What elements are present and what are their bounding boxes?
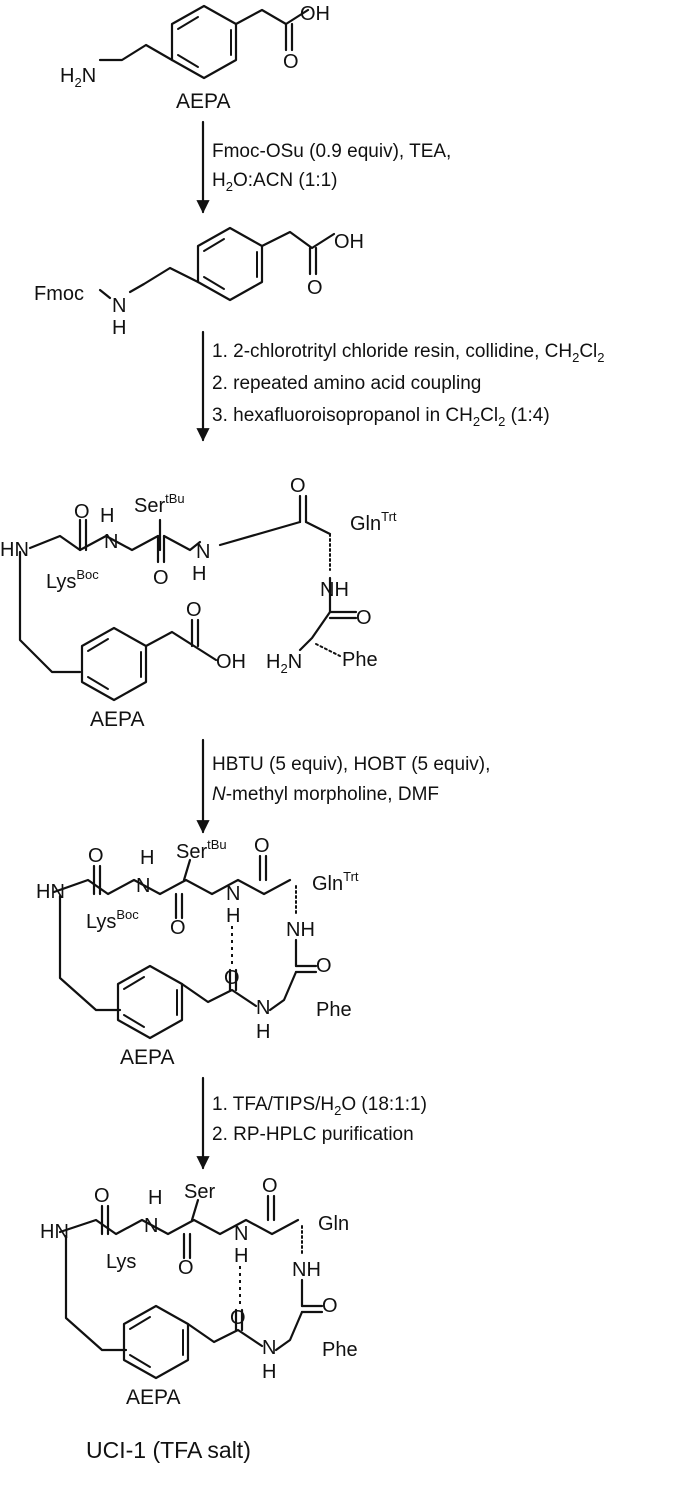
- cyclicp-h1: H: [140, 847, 154, 869]
- cyclicp-n2: N: [226, 883, 240, 905]
- cyclicp-n1: N: [136, 875, 150, 897]
- aepa-benzene-ring: [170, 4, 238, 80]
- cyclicp-lys: LysBoc: [86, 907, 139, 933]
- linear-aepa-label: AEPA: [90, 708, 144, 731]
- compound-cyclic-protected: O H SertBu O GlnTrt HN N N LysBoc O H NH…: [36, 835, 359, 1069]
- cyclicp-h3: H: [256, 1021, 270, 1043]
- linear-lys: LysBoc: [46, 567, 99, 593]
- uci1-n1: N: [144, 1215, 158, 1237]
- uci1-hn: HN: [40, 1221, 69, 1243]
- fmoc-aepa-benzene-ring: [196, 226, 264, 302]
- cyclicp-gln: GlnTrt: [312, 869, 359, 895]
- step-2-conditions: 1. 2-chlorotrityl chloride resin, collid…: [212, 341, 605, 429]
- linear-amine: H2N: [266, 651, 302, 676]
- svg-text:3. hexafluoroisopropanol in CH: 3. hexafluoroisopropanol in CH2Cl2 (1:4): [212, 405, 550, 429]
- uci1-title: UCI-1 (TFA salt): [86, 1437, 251, 1463]
- uci1-o3: O: [178, 1257, 194, 1279]
- uci1-aepa-label: AEPA: [126, 1386, 180, 1409]
- uci1-o5: O: [230, 1307, 246, 1329]
- linear-o3: O: [153, 567, 169, 589]
- compound-linear-peptide: O H SertBu O GlnTrt HN N N LysBoc O H NH…: [0, 475, 397, 731]
- aepa-amine-label: H2N: [60, 65, 96, 90]
- cyclicp-h2: H: [226, 905, 240, 927]
- fmoc-aepa-h: H: [112, 317, 126, 339]
- cyclicp-nh: NH: [286, 919, 315, 941]
- linear-o2: O: [290, 475, 306, 497]
- svg-text:2. repeated amino acid couplin: 2. repeated amino acid coupling: [212, 373, 481, 394]
- uci1-n3: N: [262, 1337, 276, 1359]
- fmoc-aepa-acid-oh: OH: [334, 231, 364, 253]
- cyclicp-o4: O: [316, 955, 332, 977]
- compound-fmoc-aepa: Fmoc N H OH O: [34, 226, 364, 339]
- linear-o4: O: [356, 607, 372, 629]
- uci1-phe: Phe: [322, 1339, 358, 1361]
- cyclicp-hn: HN: [36, 881, 65, 903]
- uci1-nh: NH: [292, 1259, 321, 1281]
- uci1-o4: O: [322, 1295, 338, 1317]
- svg-text:1. TFA/TIPS/H2O (18:1:1): 1. TFA/TIPS/H2O (18:1:1): [212, 1094, 427, 1118]
- cyclicp-o1: O: [88, 845, 104, 867]
- cyclicp-aepa-label: AEPA: [120, 1046, 174, 1069]
- cyclicp-n3: N: [256, 997, 270, 1019]
- aepa-acid-o: O: [283, 51, 299, 73]
- fmoc-aepa-acid-o: O: [307, 277, 323, 299]
- uci1-h2: H: [234, 1245, 248, 1267]
- cyclicp-o3: O: [170, 917, 186, 939]
- cyclicp-ser: SertBu: [176, 837, 227, 863]
- linear-ser: SertBu: [134, 491, 185, 517]
- compound-uci-1: O H Ser O Gln HN N N Lys O H NH O O N H …: [40, 1175, 358, 1463]
- linear-h2: H: [192, 563, 206, 585]
- svg-text:2. RP-HPLC purification: 2. RP-HPLC purification: [212, 1124, 414, 1145]
- svg-text:HBTU (5 equiv), HOBT (5 equiv): HBTU (5 equiv), HOBT (5 equiv),: [212, 754, 490, 775]
- aepa-acid-oh: OH: [300, 3, 330, 25]
- linear-nh: NH: [320, 579, 349, 601]
- uci1-h1: H: [148, 1187, 162, 1209]
- step-3-conditions: HBTU (5 equiv), HOBT (5 equiv), N-methyl…: [212, 754, 490, 805]
- svg-text:N-methyl morpholine, DMF: N-methyl morpholine, DMF: [212, 784, 439, 805]
- step-1-conditions: Fmoc-OSu (0.9 equiv), TEA, H2O:ACN (1:1): [212, 141, 451, 194]
- aepa-label: AEPA: [176, 90, 230, 113]
- linear-hn: HN: [0, 539, 29, 561]
- fmoc-aepa-n: N: [112, 295, 126, 317]
- cyclicp-o5: O: [224, 967, 240, 989]
- linear-o5: O: [186, 599, 202, 621]
- compound-aepa: H2N OH O AEPA: [60, 3, 330, 113]
- linear-n1: N: [104, 531, 118, 553]
- linear-o1: O: [74, 501, 90, 523]
- fmoc-label: Fmoc: [34, 283, 84, 305]
- linear-gln: GlnTrt: [350, 509, 397, 535]
- uci1-lys: Lys: [106, 1251, 136, 1273]
- uci1-h3: H: [262, 1361, 276, 1383]
- uci1-ser: Ser: [184, 1181, 215, 1203]
- linear-n2: N: [196, 541, 210, 563]
- linear-oh: OH: [216, 651, 246, 673]
- uci1-o1: O: [94, 1185, 110, 1207]
- linear-phe: Phe: [342, 649, 378, 671]
- cyclicp-phe: Phe: [316, 999, 352, 1021]
- cyclicp-o2: O: [254, 835, 270, 857]
- linear-h1: H: [100, 505, 114, 527]
- uci1-n2: N: [234, 1223, 248, 1245]
- step-4-conditions: 1. TFA/TIPS/H2O (18:1:1) 2. RP-HPLC puri…: [212, 1094, 427, 1145]
- uci1-gln: Gln: [318, 1213, 349, 1235]
- svg-text:H2O:ACN (1:1): H2O:ACN (1:1): [212, 170, 338, 194]
- svg-text:Fmoc-OSu (0.9 equiv), TEA,: Fmoc-OSu (0.9 equiv), TEA,: [212, 141, 451, 162]
- uci1-o2: O: [262, 1175, 278, 1197]
- svg-text:1. 2-chlorotrityl chloride res: 1. 2-chlorotrityl chloride resin, collid…: [212, 341, 605, 365]
